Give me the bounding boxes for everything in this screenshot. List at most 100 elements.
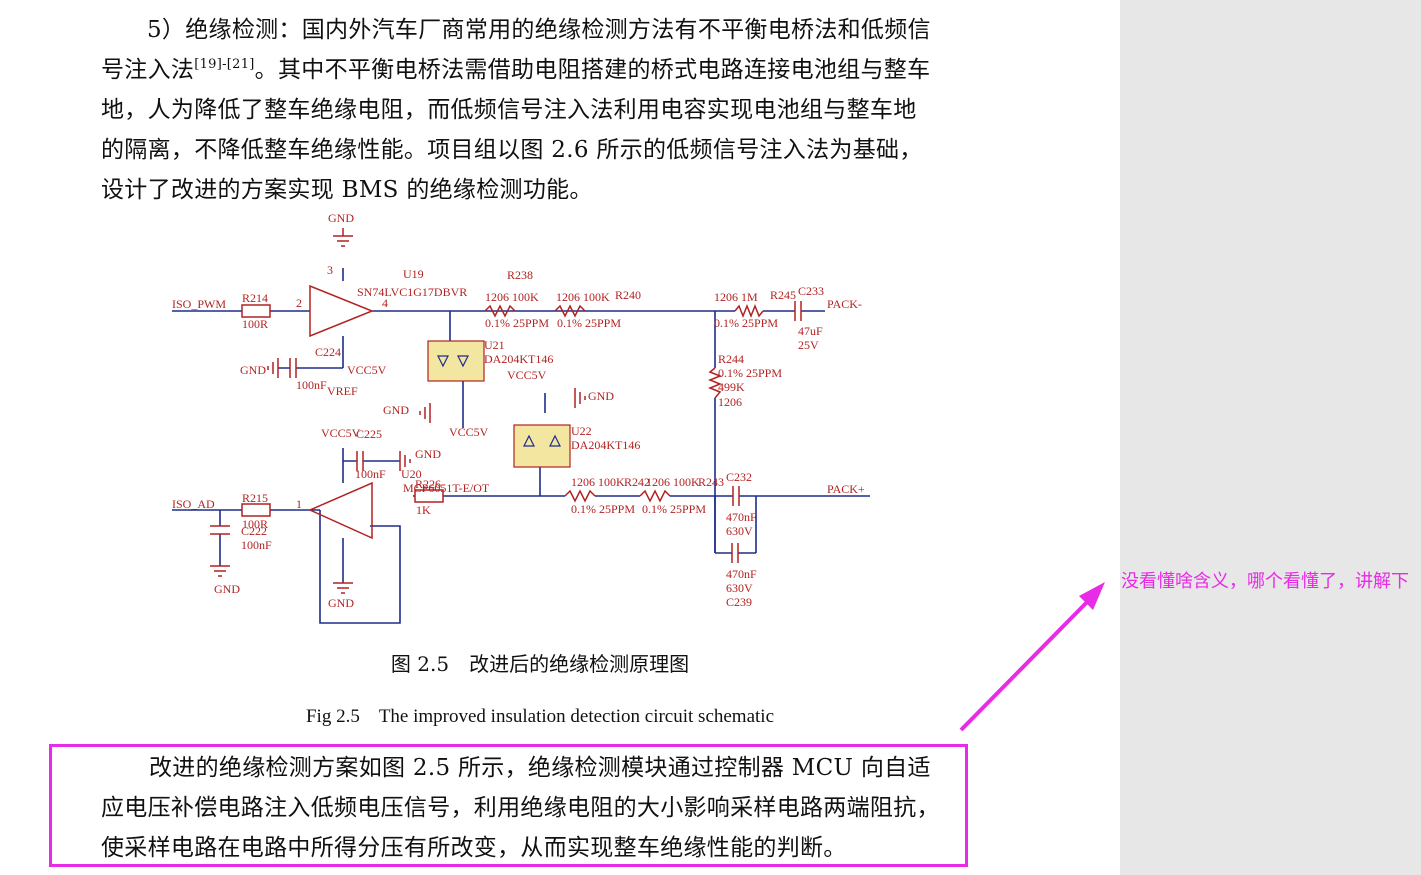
label-c232-value: 470nF	[726, 510, 757, 524]
label-u19-part: SN74LVC1G17DBVR	[357, 285, 467, 299]
document-page: 5）绝缘检测：国内外汽车厂商常用的绝缘检测方法有不平衡电桥法和低频信 号注入法[…	[49, 10, 968, 868]
paragraph-line: 设计了改进的方案实现 BMS 的绝缘检测功能。	[101, 177, 593, 203]
paragraph-line: 的隔离，不降低整车绝缘性能。项目组以图 2.6 所示的低频信号注入法为基础，	[101, 137, 923, 163]
opamp-u20	[308, 481, 373, 540]
paragraph-line: 5）绝缘检测：国内外汽车厂商常用的绝缘检测方法有不平衡电桥法和低频信	[147, 17, 931, 43]
label-r243: R243	[698, 475, 724, 489]
resistor-r244	[707, 367, 723, 399]
citation-ref[interactable]: [19]-[21]	[194, 57, 255, 72]
label-gnd: GND	[214, 582, 240, 596]
label-c233-voltage: 25V	[798, 338, 819, 352]
comment-sidebar	[1120, 0, 1421, 875]
paragraph-line: 使采样电路在电路中所得分压有所改变，从而实现整车绝缘性能的判断。	[101, 835, 847, 861]
label-c225: C225	[356, 427, 382, 441]
label-r240-tolerance: 0.1% 25PPM	[557, 316, 621, 330]
label-r238-value: 1206 100K	[485, 290, 539, 304]
capacitor-c222	[210, 525, 230, 535]
label-gnd: GND	[383, 403, 409, 417]
highlight-box	[49, 744, 968, 867]
diode-u22	[513, 424, 571, 468]
label-u20-part: MCP6051T-E/OT	[403, 481, 490, 495]
label-gnd: GND	[588, 389, 614, 403]
resistor-r245	[734, 303, 764, 319]
text-span: 。其中不平衡电桥法需借助电阻搭建的桥式电路连接电池组与整车	[254, 57, 931, 83]
resistor-r242-r243	[564, 489, 671, 503]
label-r215-value: 100R	[242, 517, 268, 531]
label-u22-part: DA204KT146	[571, 438, 640, 452]
capacitor-c239	[731, 543, 739, 563]
capacitor-c233	[794, 301, 802, 321]
label-vcc5v: VCC5V	[449, 425, 489, 439]
label-r226-value: 1K	[416, 503, 431, 517]
component-labels: GND U19 SN74LVC1G17DBVR R238 1206 100K 1…	[172, 211, 865, 610]
label-r244: R244	[718, 352, 744, 366]
label-c222: C222	[241, 524, 267, 538]
paragraph-line: 号注入法[19]-[21]。其中不平衡电桥法需借助电阻搭建的桥式电路连接电池组与…	[101, 50, 941, 90]
label-r245-tolerance: 0.1% 25PPM	[714, 316, 778, 330]
wires	[172, 268, 870, 624]
figure-caption-english: Fig 2.5 The improved insulation detectio…	[305, 706, 775, 727]
ground-symbol	[210, 565, 230, 577]
label-c232-voltage: 630V	[726, 524, 753, 538]
paragraph-improved-scheme: 改进的绝缘检测方案如图 2.5 所示，绝缘检测模块通过控制器 MCU 向自适 应…	[101, 748, 941, 868]
label-r240-value: 1206 100K	[556, 290, 610, 304]
label-gnd: GND	[328, 596, 354, 610]
label-c233: C233	[798, 284, 824, 298]
circuit-schematic: GND U19 SN74LVC1G17DBVR R238 1206 100K 1…	[172, 211, 870, 624]
ground-symbol	[333, 582, 353, 594]
label-c222-value: 100nF	[241, 538, 272, 552]
label-vcc5v: VCC5V	[507, 368, 547, 382]
label-vcc5v: VCC5V	[321, 426, 361, 440]
label-u21: U21	[484, 338, 505, 352]
paragraph-insulation-detection: 5）绝缘检测：国内外汽车厂商常用的绝缘检测方法有不平衡电桥法和低频信 号注入法[…	[101, 10, 941, 210]
label-c239-voltage: 630V	[726, 581, 753, 595]
label-gnd: GND	[240, 363, 266, 377]
label-vref: VREF	[327, 384, 358, 398]
label-r215: R215	[242, 491, 268, 505]
text-span: 号注入法	[101, 57, 195, 83]
label-r238: R238	[507, 268, 533, 282]
label-pin: 4	[382, 296, 388, 310]
label-r245-value: 1206 1M	[714, 290, 758, 304]
paragraph-line: 地，人为降低了整车绝缘电阻，而低频信号注入法利用电容实现电池组与整车地	[101, 97, 917, 123]
resistor-r226	[414, 489, 444, 503]
diode-packages	[427, 340, 571, 468]
label-r242-tolerance: 0.1% 25PPM	[571, 502, 635, 516]
label-r244-tolerance: 0.1% 25PPM	[718, 366, 782, 380]
label-c232: C232	[726, 470, 752, 484]
label-r238-tolerance: 0.1% 25PPM	[485, 316, 549, 330]
resistor-r214	[241, 304, 271, 318]
label-u19: U19	[403, 267, 424, 281]
label-iso-pwm: ISO_PWM	[172, 297, 226, 311]
components	[210, 228, 802, 594]
label-pack-plus: PACK+	[827, 482, 865, 496]
label-r245: R245	[770, 288, 796, 302]
label-c239: C239	[726, 595, 752, 609]
annotation-arrow	[959, 582, 1105, 732]
resistor-r238-r240	[484, 304, 586, 318]
label-r214: R214	[242, 291, 268, 305]
label-iso-ad: ISO_AD	[172, 497, 215, 511]
label-pin: 2	[296, 296, 302, 310]
label-r240: R240	[615, 288, 641, 302]
resistor-r215	[241, 503, 271, 517]
label-pack-minus: PACK-	[827, 297, 862, 311]
paragraph-line: 改进的绝缘检测方案如图 2.5 所示，绝缘检测模块通过控制器 MCU 向自适	[149, 755, 931, 781]
label-r242-value: 1206 100K	[571, 475, 625, 489]
capacitor-c232	[732, 486, 740, 506]
label-r243-tolerance: 0.1% 25PPM	[642, 502, 706, 516]
buffer-u19	[309, 284, 375, 338]
label-c224-value: 100nF	[296, 378, 327, 392]
label-r244-value: 499K	[718, 380, 745, 394]
label-r243-value: 1206 100K	[646, 475, 700, 489]
label-vcc5v: VCC5V	[347, 363, 387, 377]
label-r242: R242	[624, 475, 650, 489]
comment-text[interactable]: 没看懂啥含义，哪个看懂了，讲解下	[1121, 571, 1409, 592]
label-u21-part: DA204KT146	[484, 352, 553, 366]
label-r226: R226	[415, 477, 441, 491]
label-c224: C224	[315, 345, 341, 359]
label-pin: 3	[327, 263, 333, 277]
label-pin: 1	[296, 497, 302, 511]
ground-symbol	[574, 388, 586, 408]
figure-caption-chinese: 图 2.5 改进后的绝缘检测原理图	[390, 652, 690, 676]
